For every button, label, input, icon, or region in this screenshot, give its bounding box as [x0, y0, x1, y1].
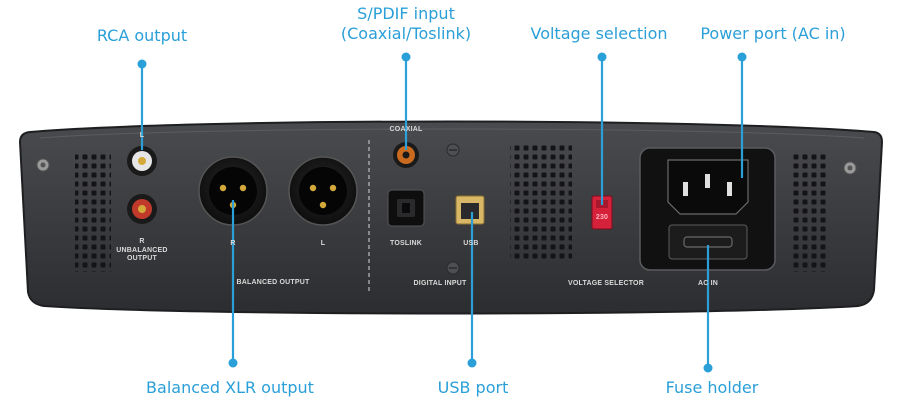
label-usb: USB — [463, 240, 479, 247]
label-coaxial: COAXIAL — [389, 126, 423, 133]
power-socket[interactable] — [667, 159, 749, 215]
label-ac-in: AC IN — [697, 280, 719, 287]
toslink-port[interactable] — [387, 189, 425, 227]
label-unbalanced-line1: UNBALANCED — [116, 247, 168, 254]
callout-leaders — [137, 52, 747, 373]
label-rca-l: L — [139, 132, 145, 139]
xlr-connector-l[interactable] — [288, 156, 358, 226]
callout-fuse-holder: Fuse holder — [665, 378, 759, 397]
callout-spdif-line1: S/PDIF input — [357, 4, 455, 23]
label-voltage-selector: VOLTAGE SELECTOR — [568, 280, 644, 287]
fuse-drawer[interactable] — [668, 224, 748, 260]
xlr-connector-r[interactable] — [198, 156, 268, 226]
callout-spdif-input: S/PDIF input (Coaxial/Toslink) — [328, 4, 484, 44]
rca-jack-r[interactable] — [127, 194, 157, 224]
label-rca-r: R — [139, 238, 145, 245]
rca-jack-l[interactable] — [127, 146, 157, 176]
label-unbalanced-output: UNBALANCED OUTPUT — [112, 247, 172, 263]
callout-power-port: Power port (AC in) — [700, 24, 846, 43]
label-digital-input: DIGITAL INPUT — [413, 280, 467, 287]
vent-grille-left — [75, 152, 111, 272]
callout-spdif-line2: (Coaxial/Toslink) — [340, 24, 472, 43]
usb-port[interactable] — [455, 195, 485, 225]
screw-icon-right — [843, 161, 857, 175]
callout-balanced-xlr-output: Balanced XLR output — [146, 378, 314, 397]
label-unbalanced-line2: OUTPUT — [127, 255, 157, 262]
label-voltage-value: 230 — [595, 214, 609, 221]
label-xlr-r: R — [230, 240, 236, 247]
vent-grille-center — [510, 145, 572, 260]
coaxial-jack[interactable] — [393, 142, 419, 168]
screw-icon-left — [36, 158, 50, 172]
screw-icon-digital — [446, 143, 460, 275]
callout-voltage-selection: Voltage selection — [530, 24, 668, 43]
vent-grille-right — [790, 152, 826, 272]
callout-rca-output: RCA output — [96, 26, 188, 45]
label-balanced-output: BALANCED OUTPUT — [236, 279, 310, 286]
callout-usb-port: USB port — [437, 378, 509, 397]
label-toslink: TOSLINK — [390, 240, 422, 247]
label-xlr-l: L — [320, 240, 326, 247]
